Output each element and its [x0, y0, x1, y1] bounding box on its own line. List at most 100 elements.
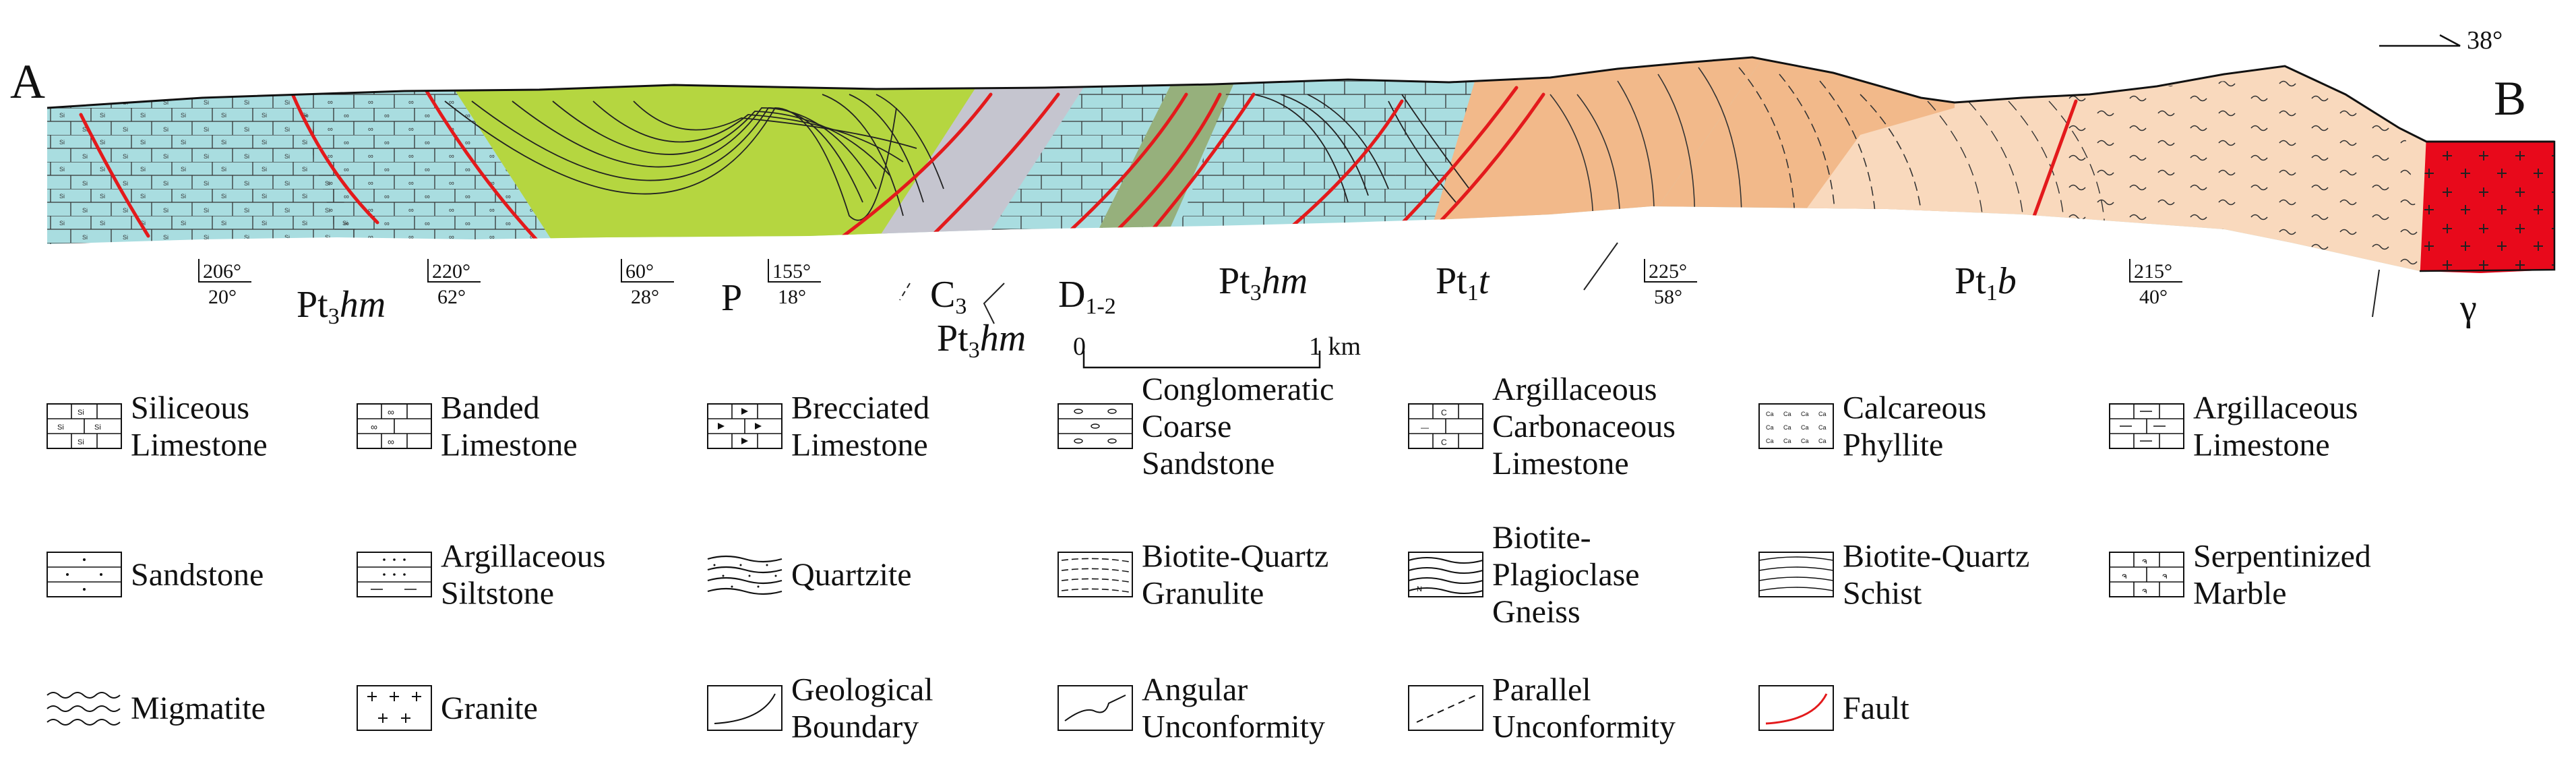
- scale-start-label: 0: [1073, 332, 1086, 361]
- dip-direction: 206°: [203, 260, 241, 283]
- svg-text:Ca: Ca: [1766, 438, 1774, 444]
- granite-swatch: [357, 685, 432, 731]
- svg-text:—: —: [1421, 423, 1429, 432]
- attitude-symbol: 225° 58°: [1644, 259, 1697, 308]
- svg-text:Ca: Ca: [1818, 411, 1827, 417]
- legend-item-granite: Granite: [357, 685, 538, 731]
- unit-label-p: P: [721, 277, 742, 319]
- attitude-symbol: 215° 40°: [2129, 259, 2182, 308]
- legend-label: Granite: [441, 690, 538, 726]
- attitude-symbol: 206° 20°: [198, 259, 251, 308]
- svg-text:ຈ: ຈ: [2122, 571, 2127, 581]
- svg-text:Ca: Ca: [1818, 438, 1827, 444]
- serpentinized-marble-swatch: ຈຈຈຈ: [2109, 552, 2184, 597]
- argillaceous-siltstone-swatch: [357, 552, 432, 597]
- section-body: [47, 57, 2554, 273]
- svg-text:Si: Si: [78, 409, 84, 417]
- legend-item-sandstone: Sandstone: [47, 552, 264, 597]
- biotite-quartz-schist-swatch: [1758, 552, 1834, 597]
- svg-text:Si: Si: [57, 423, 64, 432]
- dip-angle: 58°: [1654, 286, 1682, 308]
- unit-label-pt1t: Pt1t: [1436, 260, 1490, 305]
- dip-angle: 28°: [631, 286, 659, 308]
- section-start-label: A: [10, 55, 45, 109]
- biotite-quartz-granulite-swatch: [1057, 552, 1133, 597]
- argillaceous-limestone-swatch: [2109, 403, 2184, 449]
- unit-label-gamma: γ: [2459, 287, 2477, 329]
- unit-label-d12: D1-2: [1058, 274, 1116, 319]
- dip-direction: 60°: [625, 260, 654, 283]
- topographic-profile: [47, 56, 2554, 143]
- svg-text:Ca: Ca: [1766, 424, 1774, 431]
- dip-angle: 40°: [2139, 286, 2168, 308]
- legend-label: Fault: [1843, 690, 1909, 726]
- svg-text:C: C: [1441, 408, 1447, 417]
- argillaceous-carbonaceous-limestone-swatch: C — C: [1408, 403, 1483, 449]
- legend-label: Sandstone: [131, 557, 264, 593]
- svg-text:Ca: Ca: [1783, 424, 1791, 431]
- migmatite-swatch: [47, 692, 121, 726]
- legend-item-fault: Fault: [1758, 685, 1909, 731]
- svg-text:ຈ: ຈ: [2142, 586, 2147, 595]
- section-end-label: B: [2494, 71, 2526, 125]
- svg-text:∞: ∞: [388, 407, 394, 417]
- dip-direction: 215°: [2134, 260, 2172, 283]
- sandstone-swatch: [47, 552, 122, 597]
- svg-text:Si: Si: [78, 438, 84, 446]
- biotite-plagioclase-gneiss-swatch: N: [1408, 552, 1483, 597]
- svg-text:ຈ: ຈ: [2142, 556, 2147, 566]
- dip-direction: 225°: [1649, 260, 1687, 283]
- parallel-unconformity-swatch: [1408, 685, 1483, 731]
- svg-text:Ca: Ca: [1766, 411, 1774, 417]
- banded-limestone-swatch: ∞∞∞: [357, 403, 432, 449]
- scale-bar: 0 1 km: [1073, 332, 1361, 369]
- unit-label-pt3hm-3: Pt3hm: [1219, 260, 1308, 305]
- attitude-symbol: 220°62°: [427, 259, 481, 308]
- fault-swatch: [1758, 685, 1834, 731]
- svg-text:C: C: [1441, 438, 1447, 447]
- legend-label: Quartzite: [791, 557, 912, 593]
- svg-text:Ca: Ca: [1801, 438, 1809, 444]
- quartzite-swatch: [707, 555, 783, 595]
- svg-text:ຈ: ຈ: [2162, 571, 2168, 581]
- direction-label: 38°: [2467, 26, 2503, 55]
- attitude-symbols: 206°20°220°62°60°28°155°18°225°58°215°40…: [198, 259, 2182, 308]
- brecciated-limestone-swatch: [707, 403, 783, 449]
- svg-text:Si: Si: [94, 423, 101, 432]
- unit-label-pt3hm-2: Pt3hm: [937, 318, 1026, 363]
- dip-angle: 20°: [208, 286, 237, 308]
- legend-label: Migmatite: [131, 690, 266, 726]
- legend-item-migmatite: Migmatite: [47, 690, 266, 726]
- svg-text:Ca: Ca: [1783, 411, 1791, 417]
- dip-direction: 155°: [772, 260, 811, 283]
- conglomeratic-sandstone-swatch: [1057, 403, 1133, 449]
- unit-label-pt3hm-1: Pt3hm: [297, 284, 386, 329]
